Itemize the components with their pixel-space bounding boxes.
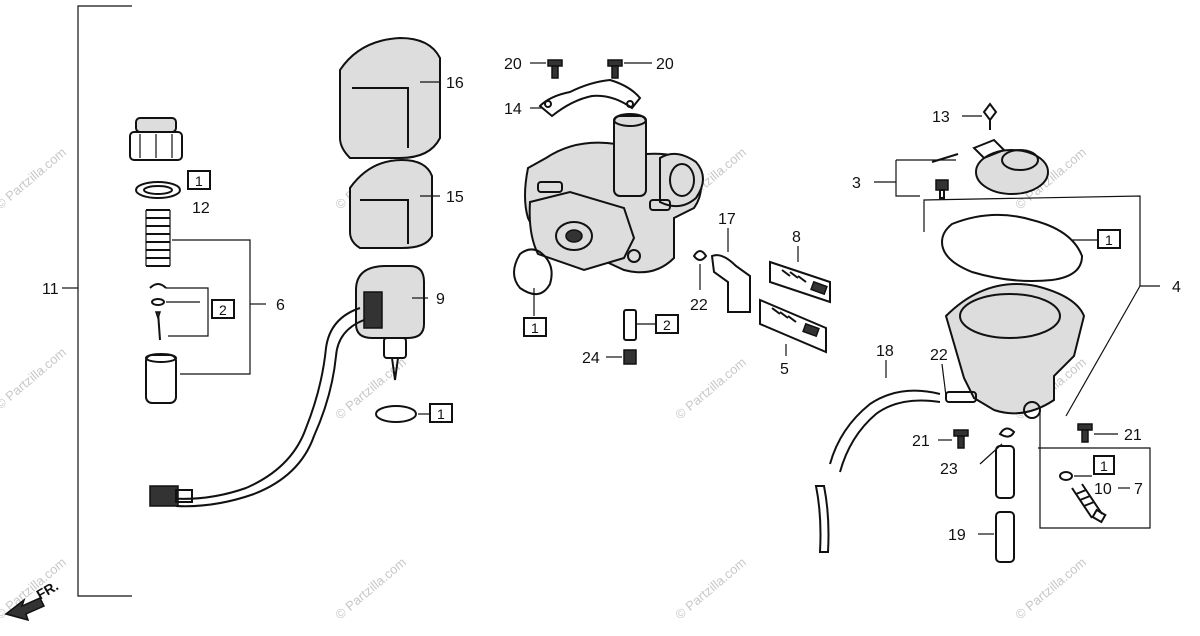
boxed-label-1-c: 1	[531, 320, 539, 336]
throttle-valve	[145, 353, 177, 404]
cover-15: 15	[349, 158, 464, 249]
label-16: 16	[446, 75, 464, 92]
label-18: 18	[876, 343, 894, 360]
overflow-tube-18: 18	[814, 343, 941, 553]
label-11: 11	[42, 281, 59, 298]
screw-20-right: 20	[607, 56, 674, 79]
label-group-6: 6 2	[166, 239, 285, 375]
o-ring-intake: 1	[513, 248, 553, 337]
label-group-7: 7	[1038, 410, 1151, 529]
float-bowl	[944, 283, 1086, 419]
label-15: 15	[446, 189, 464, 206]
label-20-left: 20	[504, 56, 522, 73]
clip-22-right: 22	[930, 347, 948, 397]
watermark-6: © Partzilla.com	[672, 354, 749, 422]
washer-12: 1 12	[135, 170, 211, 217]
label-20-right: 20	[656, 56, 674, 73]
float-3: 3	[852, 138, 1049, 199]
auto-choke-9: 9	[149, 265, 445, 508]
throttle-spring	[145, 209, 171, 267]
cover-16: 16	[339, 36, 464, 159]
label-8: 8	[792, 229, 801, 246]
label-4: 4	[1172, 279, 1181, 296]
boxed-label-1-b: 1	[437, 406, 445, 422]
label-9: 9	[436, 291, 445, 308]
float-bowl-gasket: 1	[940, 213, 1121, 282]
bracket-14: 14	[504, 78, 642, 118]
label-23: 23	[940, 461, 958, 478]
label-19: 19	[948, 527, 966, 544]
label-21-right: 21	[1124, 427, 1142, 444]
part-24: 24	[582, 349, 637, 367]
label-7: 7	[1134, 481, 1143, 498]
watermark-8: © Partzilla.com	[672, 554, 749, 622]
carburetor-body: 20 20 14	[504, 56, 704, 274]
label-22-left: 22	[690, 297, 708, 314]
label-3: 3	[852, 175, 861, 192]
screw-21-right: 21	[1077, 423, 1142, 444]
throttle-cap	[129, 117, 183, 161]
tube-17: 17	[710, 211, 751, 313]
screw-set-8: 8	[769, 229, 831, 304]
label-6: 6	[276, 297, 285, 314]
label-group-4: 4	[923, 195, 1181, 417]
clip-22-left: 22	[690, 250, 708, 314]
boxed-label-1-frame	[187, 170, 211, 190]
watermark-1: © Partzilla.com	[0, 144, 69, 212]
screw-20-left: 20	[504, 56, 563, 79]
boxed-label-1-a: 1	[195, 173, 203, 189]
screw-set-5: 5	[759, 298, 827, 378]
boxed-label-2-b: 2	[663, 317, 671, 333]
wire-connector	[149, 485, 179, 507]
watermark-11: © Partzilla.com	[1012, 554, 1089, 622]
label-12: 12	[192, 200, 210, 217]
o-ring-choke: 1	[375, 403, 453, 423]
label-17: 17	[718, 211, 736, 228]
jet-needle	[149, 283, 167, 341]
clip-23: 23	[940, 427, 1016, 499]
watermark-4: © Partzilla.com	[332, 554, 409, 622]
label-22-right: 22	[930, 347, 948, 364]
pin-13: 13	[932, 102, 998, 130]
boxed-label-2-a: 2	[219, 302, 227, 318]
left-assembly-bracket: 11	[42, 5, 132, 597]
boxed-label-2-frame	[211, 299, 235, 319]
watermark-2: © Partzilla.com	[0, 344, 69, 412]
label-14: 14	[504, 101, 522, 118]
tube-19: 19	[948, 511, 1015, 563]
boxed-label-1-e: 1	[1100, 458, 1108, 474]
main-jet: 2	[623, 309, 679, 341]
screw-21-left: 21	[912, 429, 969, 450]
label-10: 10	[1094, 481, 1112, 498]
drain-screw-10: 1 10	[1059, 455, 1115, 524]
label-24: 24	[582, 350, 600, 367]
boxed-label-1-d: 1	[1105, 232, 1113, 248]
label-13: 13	[932, 109, 950, 126]
label-21-left: 21	[912, 433, 930, 450]
label-5: 5	[780, 361, 789, 378]
